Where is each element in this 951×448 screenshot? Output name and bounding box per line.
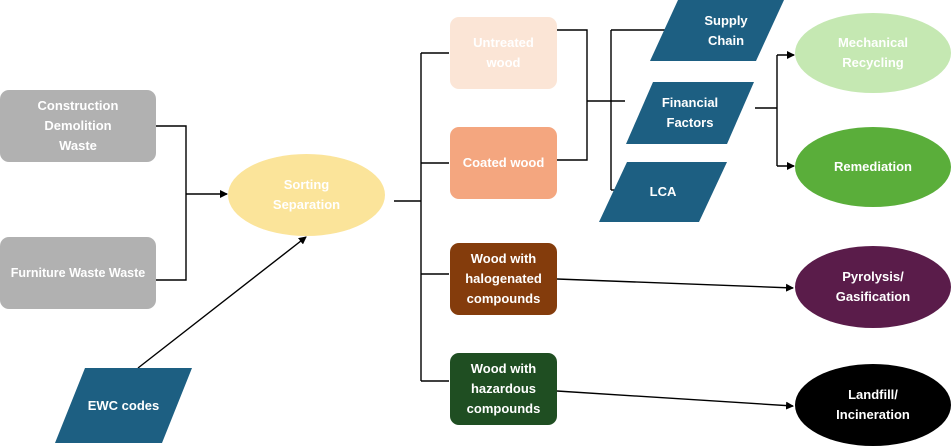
arrow-to-pyrolysis — [556, 278, 794, 292]
untreated-wood-box: Untreated wood — [450, 17, 557, 89]
remediation-ellipse: Remediation — [795, 127, 951, 207]
ewc-codes-parallelogram: EWC codes — [55, 368, 192, 443]
ewc-codes-label: EWC codes — [87, 397, 160, 413]
arrow-to-landfill — [556, 390, 794, 410]
pyrolysis-gasification-ellipse: Pyrolysis/ Gasification — [795, 246, 951, 328]
financial-factors-label: Financial Factors — [661, 95, 719, 130]
sorting-separation-ellipse: Sorting Separation — [228, 154, 385, 236]
supply-chain-parallelogram: Supply Chain — [650, 0, 784, 61]
landfill-incineration-ellipse: Landfill/ Incineration — [795, 364, 951, 446]
lca-label: LCA — [649, 184, 677, 199]
hazardous-wood-box: Wood with hazardous compounds — [450, 353, 557, 425]
coated-wood-box: Coated wood — [450, 127, 557, 199]
connector-construction — [156, 125, 187, 194]
construction-demolition-waste-box: Construction Demolition Waste — [0, 90, 156, 162]
financial-factors-parallelogram: Financial Factors — [626, 82, 754, 144]
lca-parallelogram: LCA — [599, 162, 727, 222]
mechanical-recycling-ellipse: Mechanical Recycling — [795, 13, 951, 93]
halogenated-wood-box: Wood with halogenated compounds — [450, 243, 557, 315]
furniture-waste-box: Furniture Waste Waste — [0, 237, 156, 309]
connector-furniture — [156, 194, 187, 281]
supply-chain-label: Supply Chain — [704, 12, 748, 48]
arrow-ewc-to-sorting — [137, 236, 307, 369]
connector-untreated-out — [557, 29, 588, 161]
